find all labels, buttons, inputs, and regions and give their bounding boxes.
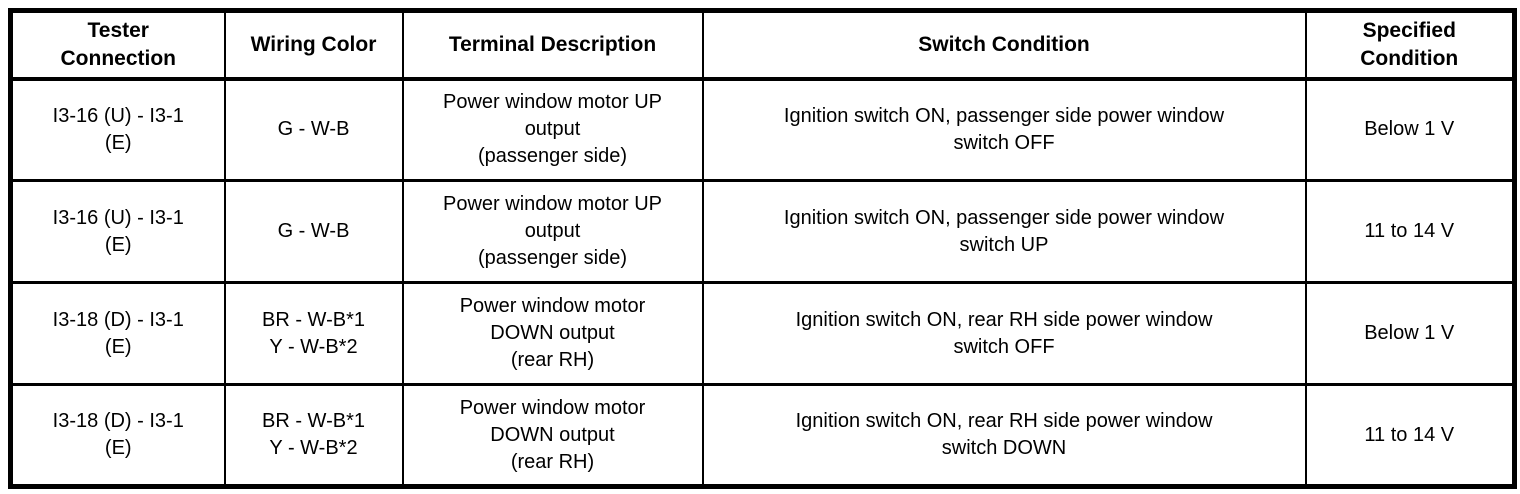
cell-terminal-description: Power window motor DOWN output (rear RH) xyxy=(401,281,704,386)
cell-wiring-color: G - W-B xyxy=(223,77,404,182)
header-specified-condition: Specified Condition xyxy=(1304,9,1516,81)
spec-table: Tester Connection Wiring Color Terminal … xyxy=(8,8,1517,489)
cell-switch-condition: Ignition switch ON, rear RH side power w… xyxy=(701,281,1307,386)
table-header-row: Tester Connection Wiring Color Terminal … xyxy=(9,9,1516,81)
table-row: I3-18 (D) - I3-1 (E) BR - W-B*1 Y - W-B*… xyxy=(9,383,1516,488)
cell-terminal-description: Power window motor UP output (passenger … xyxy=(401,77,704,182)
cell-tester-connection: I3-18 (D) - I3-1 (E) xyxy=(9,281,226,386)
cell-switch-condition: Ignition switch ON, passenger side power… xyxy=(701,77,1307,182)
header-tester-connection: Tester Connection xyxy=(9,9,226,81)
table-row: I3-16 (U) - I3-1 (E) G - W-B Power windo… xyxy=(9,179,1516,284)
header-switch-condition: Switch Condition xyxy=(701,9,1307,81)
cell-wiring-color: BR - W-B*1 Y - W-B*2 xyxy=(223,281,404,386)
cell-tester-connection: I3-18 (D) - I3-1 (E) xyxy=(9,383,226,488)
cell-terminal-description: Power window motor DOWN output (rear RH) xyxy=(401,383,704,488)
cell-tester-connection: I3-16 (U) - I3-1 (E) xyxy=(9,179,226,284)
cell-switch-condition: Ignition switch ON, rear RH side power w… xyxy=(701,383,1307,488)
cell-specified-condition: Below 1 V xyxy=(1304,77,1516,182)
cell-specified-condition: 11 to 14 V xyxy=(1304,179,1516,284)
cell-wiring-color: G - W-B xyxy=(223,179,404,284)
table-row: I3-16 (U) - I3-1 (E) G - W-B Power windo… xyxy=(9,77,1516,182)
cell-tester-connection: I3-16 (U) - I3-1 (E) xyxy=(9,77,226,182)
cell-switch-condition: Ignition switch ON, passenger side power… xyxy=(701,179,1307,284)
cell-specified-condition: 11 to 14 V xyxy=(1304,383,1516,488)
table-row: I3-18 (D) - I3-1 (E) BR - W-B*1 Y - W-B*… xyxy=(9,281,1516,386)
header-wiring-color: Wiring Color xyxy=(223,9,404,81)
cell-wiring-color: BR - W-B*1 Y - W-B*2 xyxy=(223,383,404,488)
cell-terminal-description: Power window motor UP output (passenger … xyxy=(401,179,704,284)
cell-specified-condition: Below 1 V xyxy=(1304,281,1516,386)
header-terminal-description: Terminal Description xyxy=(401,9,704,81)
